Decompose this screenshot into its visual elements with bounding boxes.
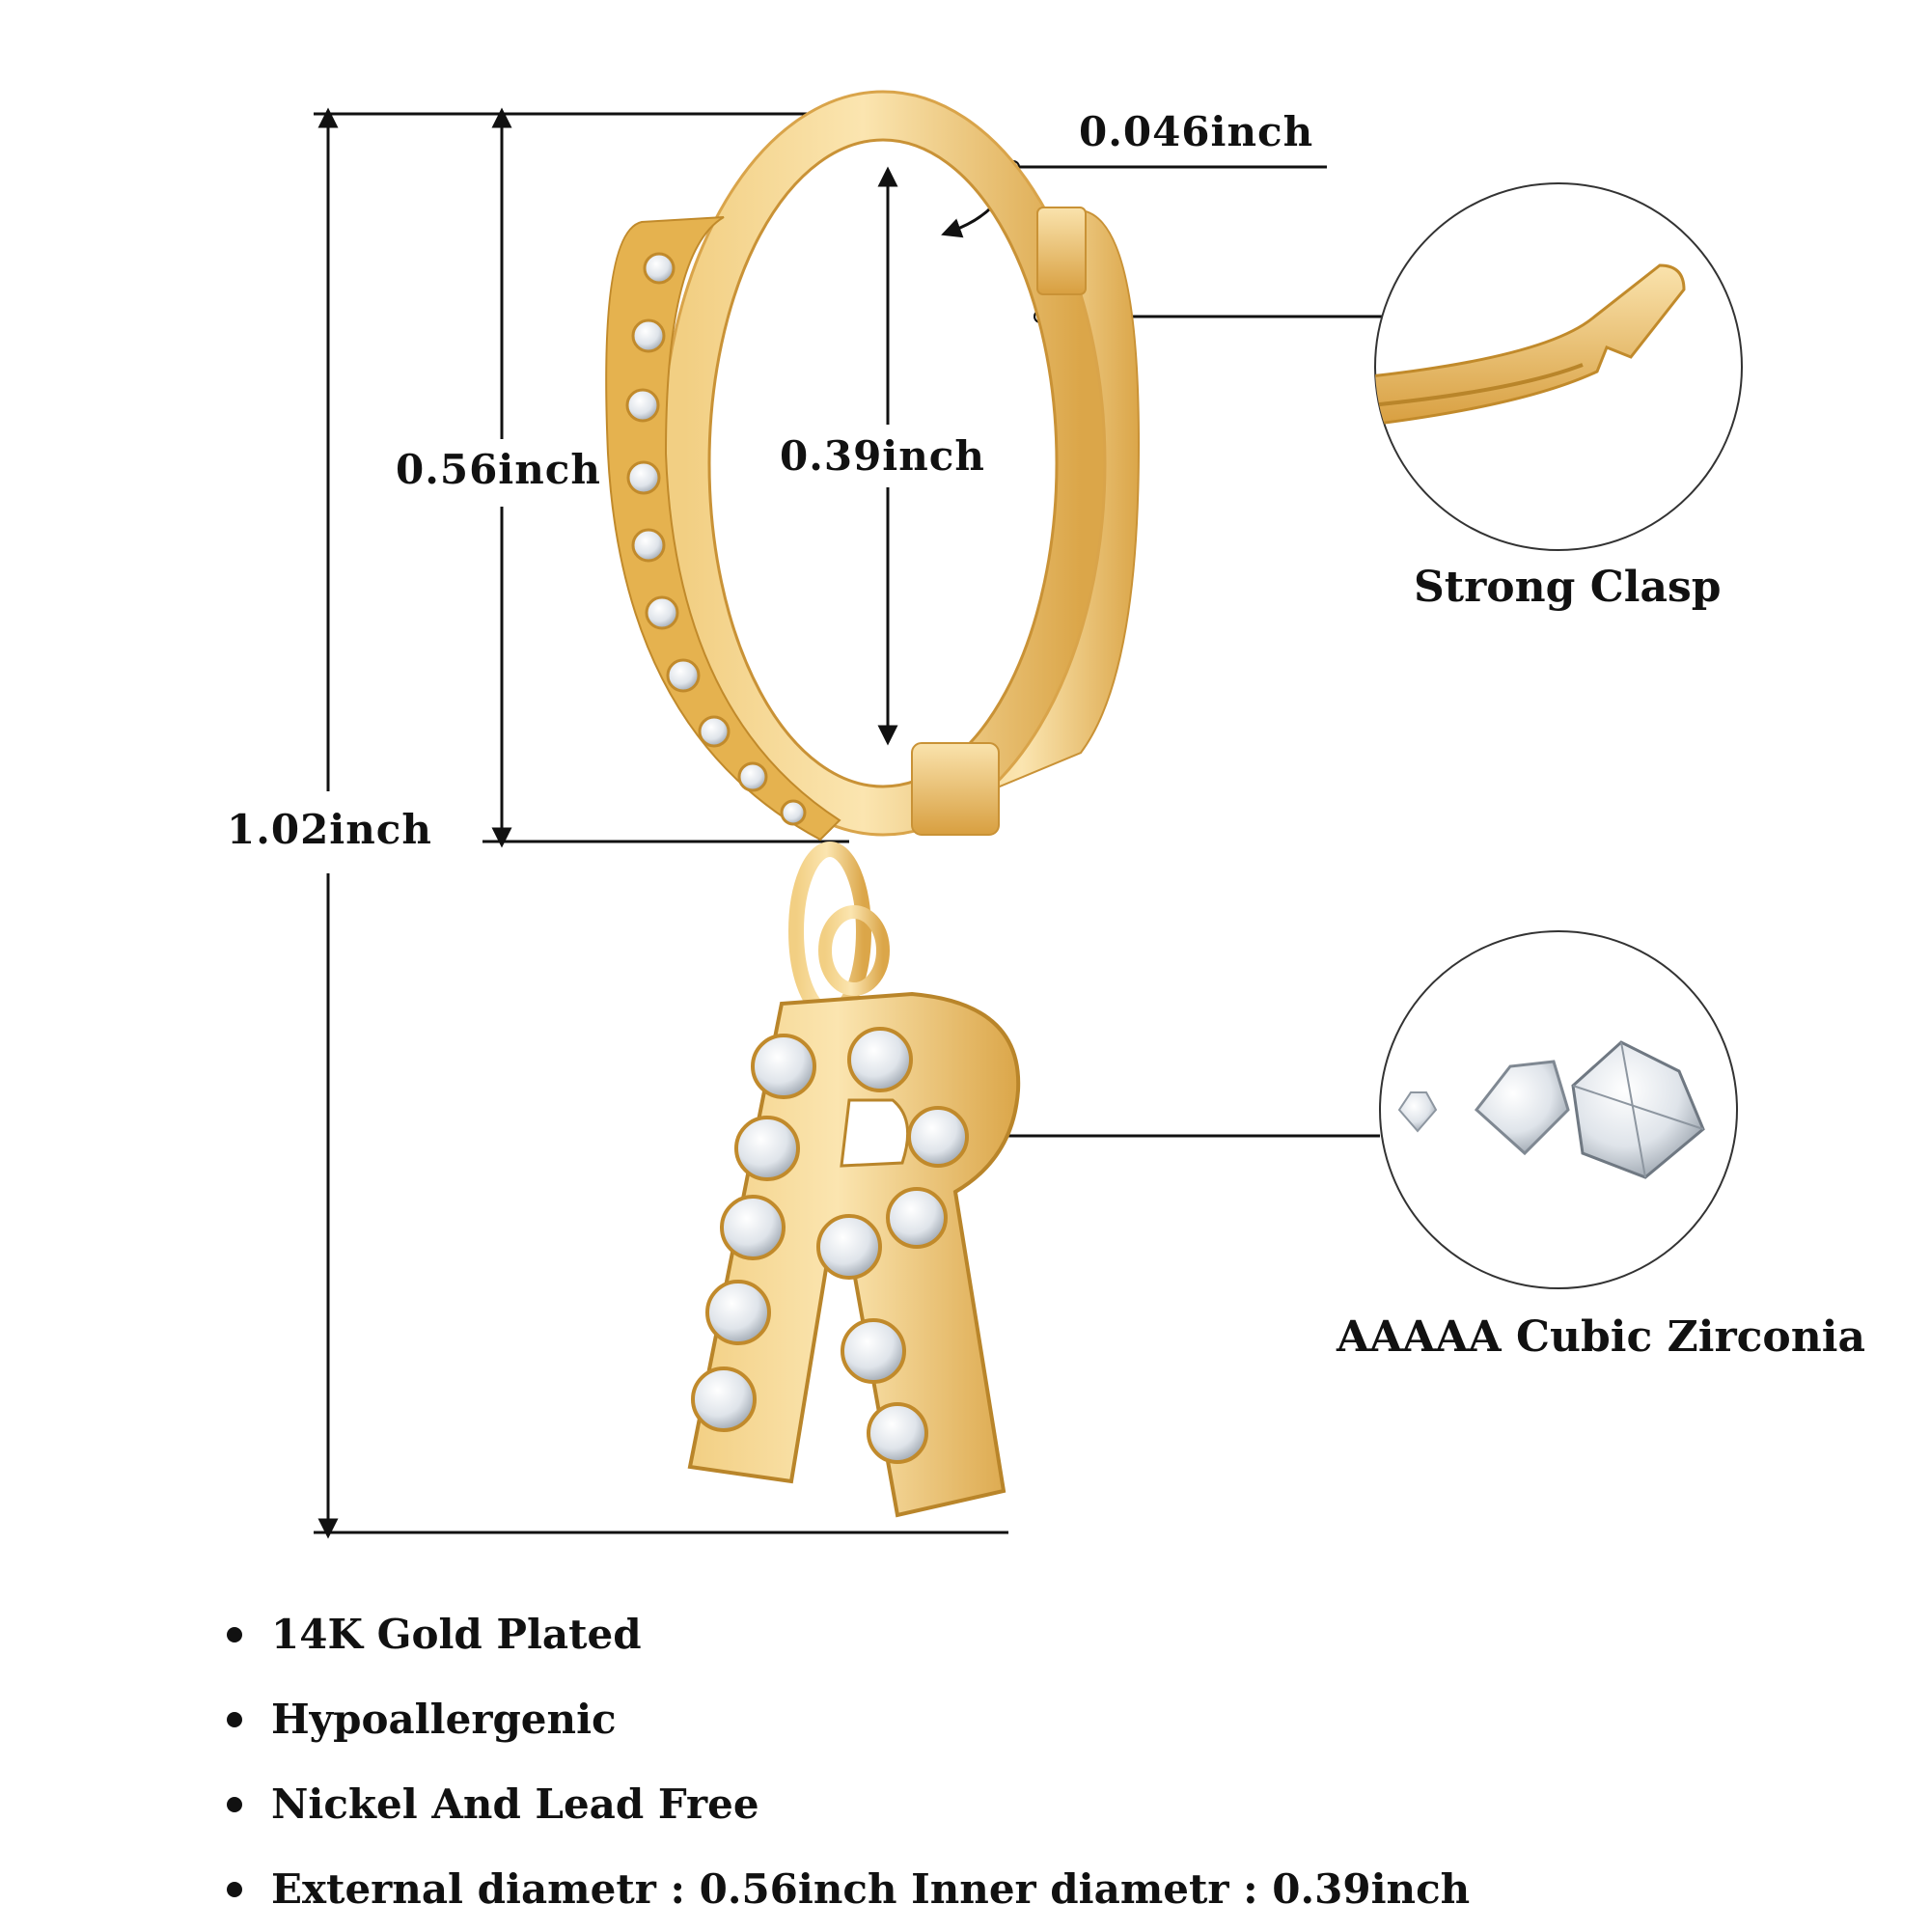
cubic-zirconia-callout-image: [1379, 930, 1738, 1289]
feature-item: Hypoallergenic: [227, 1677, 1470, 1762]
strong-clasp-callout-image: [1374, 182, 1743, 551]
clasp-closeup-icon: [1375, 263, 1686, 427]
bullet-icon: [227, 1627, 242, 1642]
feature-text: Hypoallergenic: [271, 1696, 617, 1743]
bullet-icon: [227, 1882, 242, 1897]
inner-diameter-label: 0.39inch: [780, 432, 985, 480]
wire-thickness-label: 0.046inch: [1079, 108, 1314, 155]
feature-item: 14K Gold Plated: [227, 1592, 1470, 1677]
feature-text: External diametr : 0.56inch Inner diamet…: [271, 1865, 1471, 1913]
letter-r-pendant: [687, 842, 1021, 1518]
feature-list: 14K Gold Plated Hypoallergenic Nickel An…: [227, 1592, 1470, 1932]
bullet-icon: [227, 1712, 242, 1727]
pave-stones: [625, 252, 807, 826]
hoop-earring: [605, 90, 1141, 842]
feature-text: Nickel And Lead Free: [271, 1780, 759, 1828]
cubic-zirconia-caption: AAAAA Cubic Zirconia: [1337, 1312, 1865, 1362]
cubic-zirconia-stones-icon: [1397, 1040, 1705, 1179]
letter-stones: [691, 1027, 969, 1464]
strong-clasp-caption: Strong Clasp: [1414, 563, 1722, 612]
feature-item: External diametr : 0.56inch Inner diamet…: [227, 1847, 1470, 1932]
feature-text: 14K Gold Plated: [271, 1611, 642, 1658]
bullet-icon: [227, 1797, 242, 1812]
external-diameter-label: 0.56inch: [396, 446, 601, 493]
feature-item: Nickel And Lead Free: [227, 1762, 1470, 1847]
total-height-label: 1.02inch: [227, 806, 432, 853]
